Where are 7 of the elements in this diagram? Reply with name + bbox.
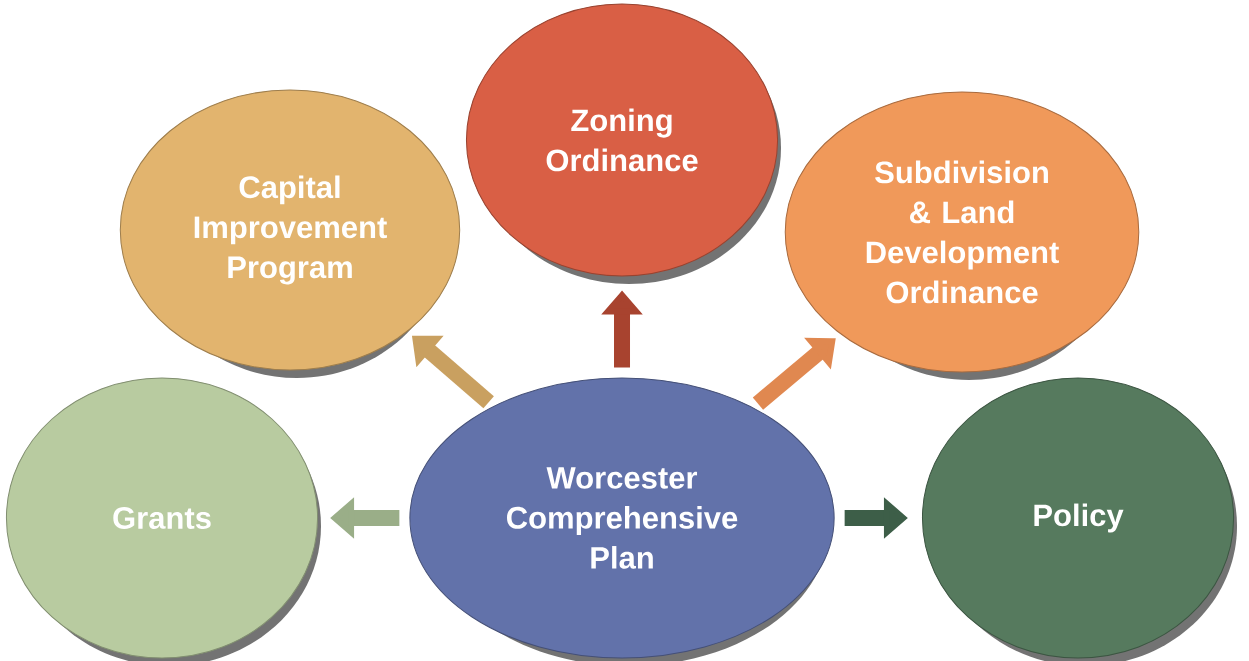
ellipse-node: Capital Improvement Program bbox=[119, 89, 461, 378]
arrow bbox=[752, 337, 836, 410]
ellipse-node: Policy bbox=[921, 377, 1237, 661]
ellipse-node: Zoning Ordinance bbox=[465, 3, 781, 284]
ellipse-node: Grants bbox=[5, 377, 321, 661]
ellipse-node: Worcester Comprehensive Plan bbox=[409, 377, 835, 661]
ellipse-node: Subdivision & Land Development Ordinance bbox=[784, 91, 1140, 380]
